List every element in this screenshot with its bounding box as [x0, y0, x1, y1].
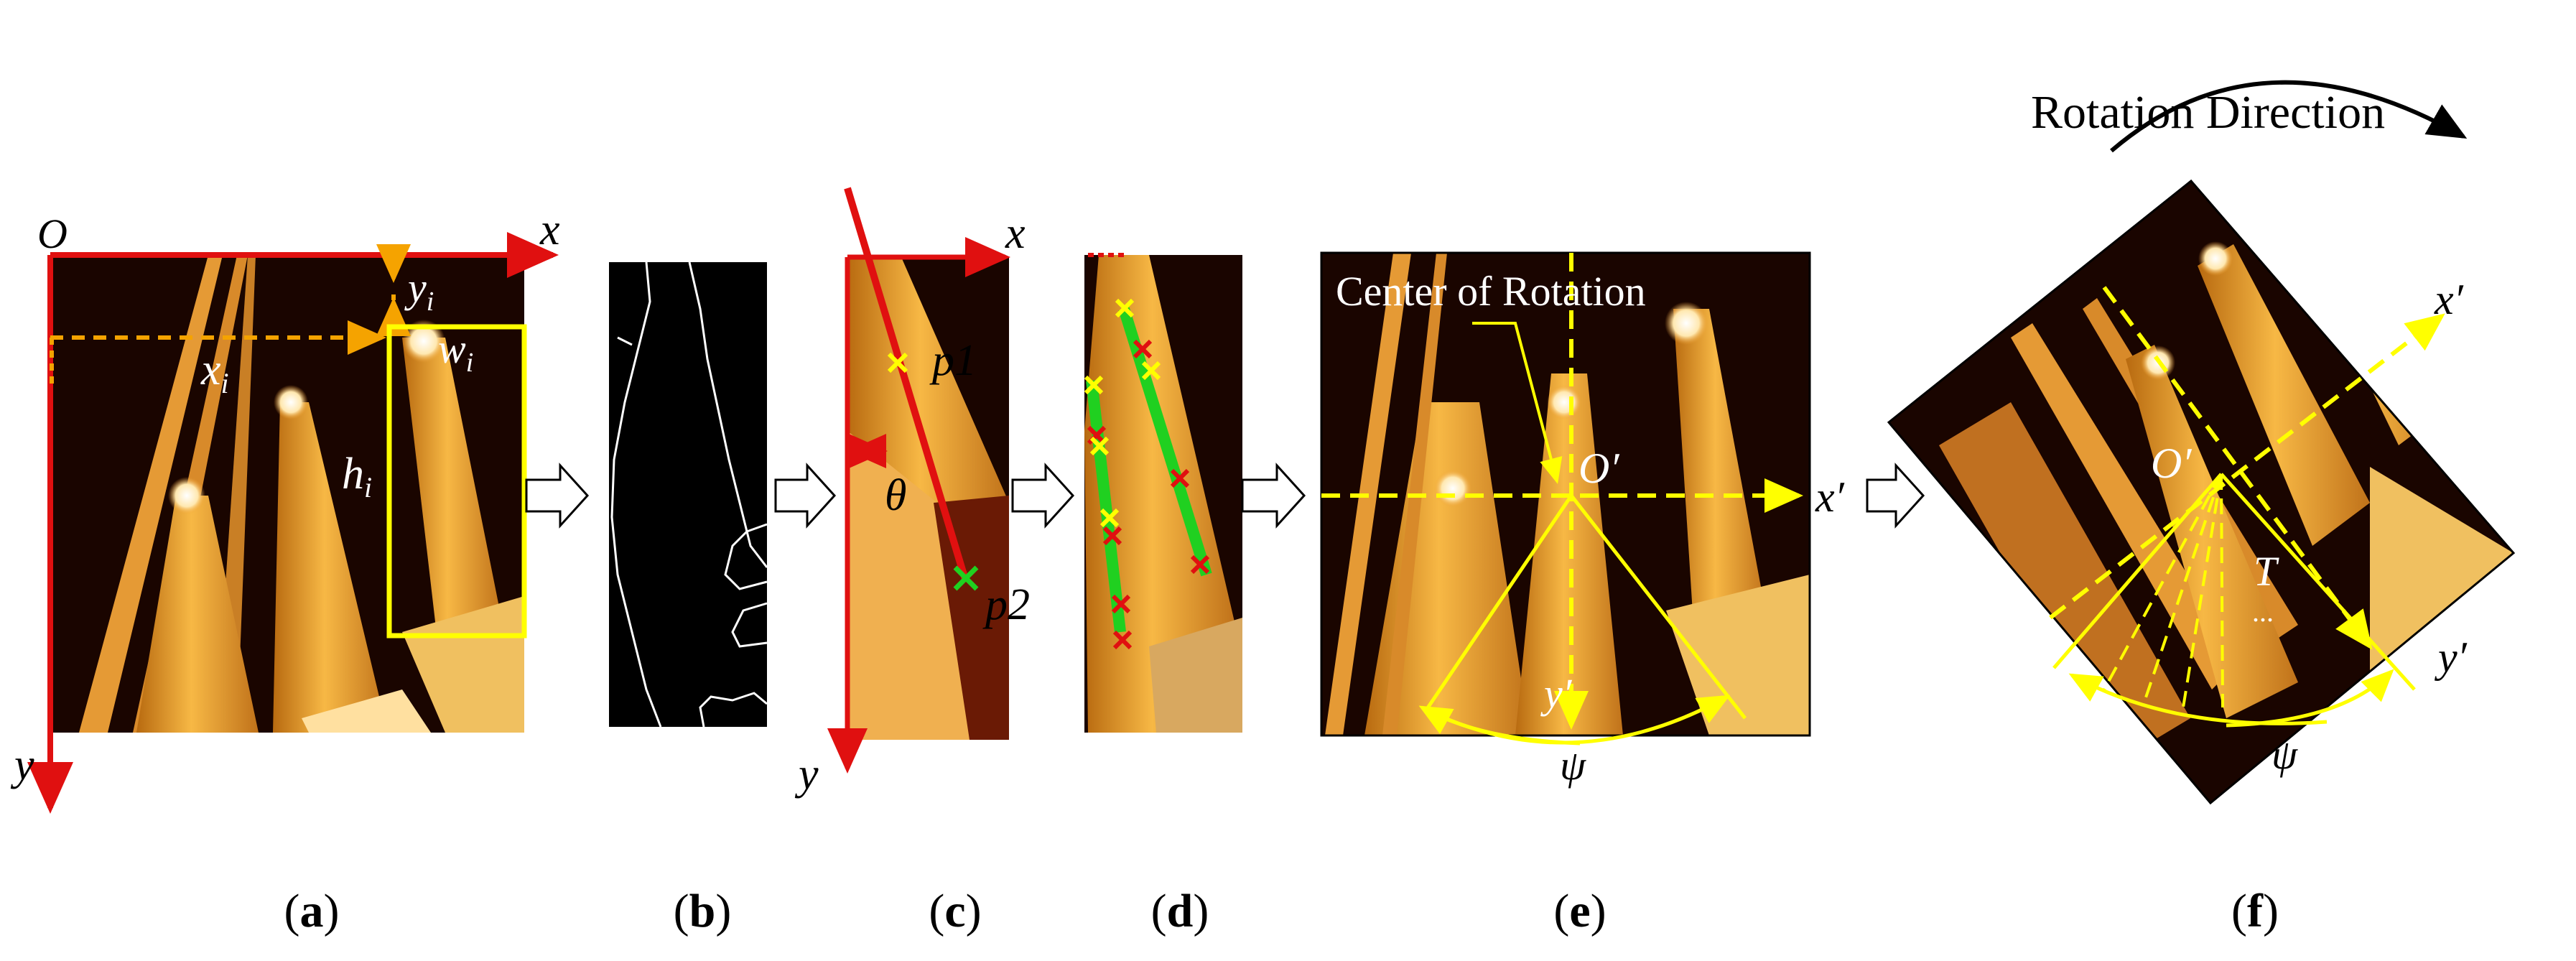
flow-arrow-e-f	[1866, 463, 1925, 529]
f-y-axis-label: y′	[2434, 633, 2468, 681]
center-of-rotation-label: Center of Rotation	[1336, 268, 1646, 315]
a-y-axis-label: y	[10, 741, 34, 789]
caption-d: (d)	[1151, 885, 1209, 937]
flow-arrow-d-e	[1241, 463, 1306, 529]
f-psi-arc	[2068, 673, 2328, 725]
c-x-axis-label: x	[1005, 209, 1026, 258]
a-x-axis-label: x	[539, 205, 560, 254]
fitted-line	[844, 187, 970, 583]
a-origin-label: O	[37, 210, 68, 257]
caption-a: (a)	[284, 885, 340, 937]
captions: (a) (b) (c) (d) (e) (f)	[284, 885, 2279, 937]
edge-point-markers	[1084, 298, 1210, 650]
c-y-axis-label: y	[794, 750, 819, 799]
f-x-axis-line	[2049, 313, 2445, 620]
flow-arrow-b-c	[774, 463, 837, 529]
e-y-axis-label: y′	[1540, 670, 1573, 717]
panel-d	[1084, 253, 1242, 733]
bounding-box	[386, 324, 527, 639]
e-x-axis-label: x′	[1815, 473, 1845, 521]
t-dots-label: ...	[2252, 595, 2274, 628]
panel-f: Rotation Direction O′ x′ y′ T ... ψ	[1887, 80, 2516, 805]
rotation-direction-label: Rotation Direction	[2031, 86, 2385, 139]
f-y-axis-line	[2102, 286, 2373, 650]
f-x-axis-label: x′	[2434, 276, 2464, 323]
caption-c: (c)	[929, 885, 981, 937]
t-label: T	[2254, 548, 2279, 595]
tube-3	[402, 338, 503, 646]
a-hi-label: hi	[342, 450, 372, 503]
a-xi-label: xi	[200, 345, 229, 399]
a-yi-label: yi	[404, 264, 434, 317]
a-wi-label: wi	[438, 325, 473, 378]
caption-f: (f)	[2231, 885, 2279, 937]
caption-e: (e)	[1553, 885, 1606, 937]
e-psi-label: ψ	[1560, 742, 1586, 789]
f-origin-label: O′	[2151, 440, 2192, 487]
p2-label: p2	[982, 580, 1030, 629]
f-psi-label: ψ	[2272, 731, 2298, 778]
panel-c: x y θ p1 p2	[794, 187, 1030, 799]
panel-b	[609, 261, 768, 728]
flow-arrow-a-b	[525, 463, 590, 529]
left-edge-line	[1086, 380, 1126, 633]
caption-b: (b)	[674, 885, 732, 937]
theta-label: θ	[885, 471, 906, 520]
panel-e: Center of Rotation O′ x′ y′ ψ	[1320, 251, 1845, 789]
tube-1	[136, 496, 259, 733]
panel-b-edge-image	[609, 262, 767, 727]
p2-marker	[953, 565, 979, 591]
e-origin-label: O′	[1578, 445, 1619, 492]
panel-a: O x y xi yi wi hi	[10, 205, 560, 814]
p1-label: p1	[929, 336, 977, 385]
rotation-direction-arc	[2110, 80, 2468, 153]
flow-arrow-c-d	[1011, 463, 1075, 529]
p1-marker	[887, 352, 908, 373]
tube-2	[273, 402, 388, 733]
